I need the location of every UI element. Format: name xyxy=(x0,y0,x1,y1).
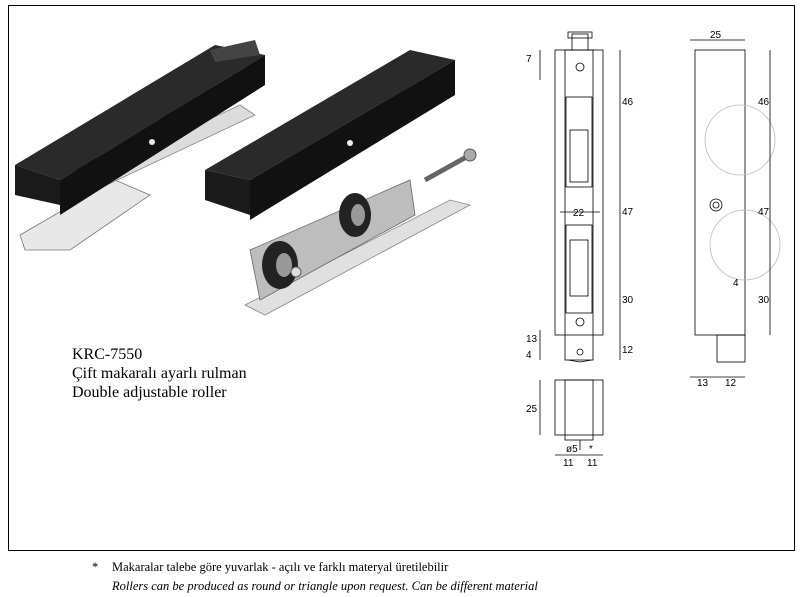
dim-front-13: 13 xyxy=(526,334,538,345)
dim-side-12: 12 xyxy=(725,378,737,389)
side-view-drawing xyxy=(690,39,781,378)
dim-front-30: 30 xyxy=(622,295,634,306)
product-code: KRC-7550 xyxy=(72,346,143,363)
product-name-tr: Çift makaralı ayarlı rulman xyxy=(72,365,247,382)
dim-front-22: 22 xyxy=(573,208,585,219)
dim-bottom-11b: 11 xyxy=(587,458,598,469)
dim-side-13: 13 xyxy=(697,378,709,389)
dim-bottom-11a: 11 xyxy=(563,458,574,469)
footnote-marker: * xyxy=(92,560,99,574)
dim-side-4: 4 xyxy=(733,278,739,289)
footnote-text-tr: Makaralar talebe göre yuvarlak - açılı v… xyxy=(112,560,449,574)
dim-front-46: 46 xyxy=(622,97,634,108)
product-caption: KRC-7550 Çift makaralı ayarlı rulman Dou… xyxy=(72,345,247,402)
product-name-en: Double adjustable roller xyxy=(72,384,227,401)
dim-front-7: 7 xyxy=(526,54,532,65)
dim-side-47: 47 xyxy=(758,207,770,218)
dim-bottom-5: ø5 xyxy=(566,444,578,455)
front-view-drawing xyxy=(539,31,621,363)
dim-side-25: 25 xyxy=(710,30,722,41)
product-render-left xyxy=(15,40,265,251)
dim-side-46: 46 xyxy=(758,97,770,108)
footnote: * Makaralar talebe göre yuvarlak - açılı … xyxy=(92,558,538,596)
dim-front-4: 4 xyxy=(526,350,532,361)
dim-front-12: 12 xyxy=(622,345,634,356)
bottom-view-drawing xyxy=(539,379,604,456)
dim-front-47: 47 xyxy=(622,207,634,218)
footnote-text-en: Rollers can be produced as round or tria… xyxy=(112,579,538,593)
dim-bottom-star: * xyxy=(589,444,593,455)
drawing-frame xyxy=(8,5,795,551)
dim-bottom-25: 25 xyxy=(526,404,538,415)
product-render-right xyxy=(205,50,477,316)
dim-side-30: 30 xyxy=(758,295,770,306)
